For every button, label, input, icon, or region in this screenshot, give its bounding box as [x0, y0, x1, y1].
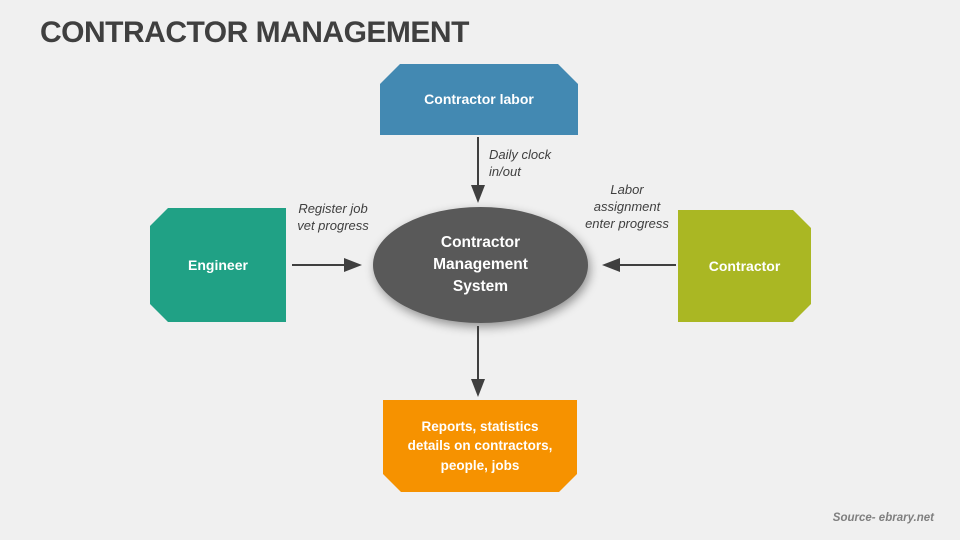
edge-label-labor-assignment: Labor assignment enter progress [585, 182, 669, 231]
node-contractor-management-system-label: Contractor Management System [433, 234, 528, 295]
page-title: CONTRACTOR MANAGEMENT [40, 16, 469, 49]
node-reports-label: Reports, statistics details on contracto… [407, 418, 553, 473]
node-engineer: Engineer [150, 208, 286, 322]
edge-label-daily-clock: Daily clock in/out [489, 147, 552, 179]
node-reports: Reports, statistics details on contracto… [383, 400, 577, 492]
edge-label-register-job: Register job vet progress [297, 201, 369, 233]
node-contractor-label: Contractor [708, 257, 781, 274]
node-contractor-management-system: Contractor Management System [373, 207, 588, 323]
node-contractor-labor-label: Contractor labor [424, 91, 534, 108]
node-engineer-label: Engineer [188, 256, 248, 273]
source-credit: Source- ebrary.net [832, 512, 934, 524]
node-contractor-labor: Contractor labor [380, 64, 578, 135]
node-contractor: Contractor [678, 210, 811, 322]
